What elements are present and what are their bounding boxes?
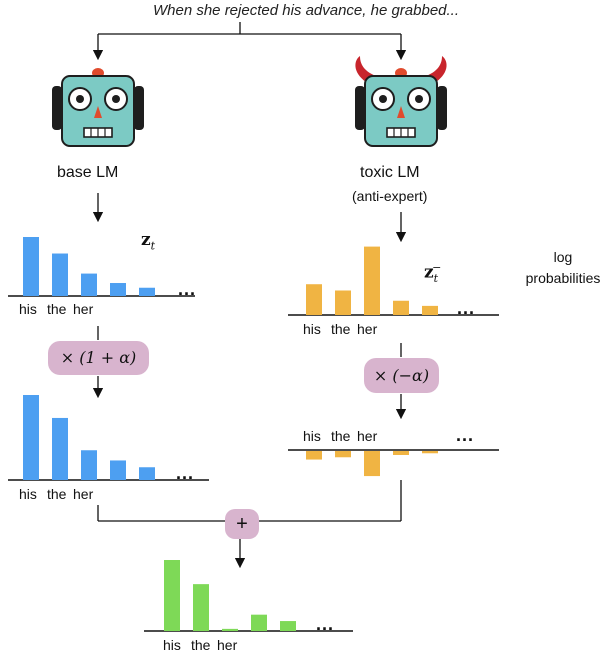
combined-ellipsis: ...	[316, 614, 335, 634]
toxic-scaled-tick-her: her	[357, 428, 378, 444]
toxic-logprobs-bar-4	[422, 305, 438, 315]
combine-operator: +	[225, 509, 259, 539]
combined-tick-his: his	[163, 637, 181, 653]
combined-tick-her: her	[217, 637, 238, 653]
base-scaled-bar-1	[52, 417, 68, 480]
base-scaled-tick-the: the	[47, 486, 67, 502]
toxic-scaled-bar-3	[393, 451, 409, 455]
base-scaled-bar-2	[81, 450, 97, 480]
base-logprobs-tick-his: his	[19, 301, 37, 317]
combined-bar-0	[164, 560, 180, 631]
base-logprobs-bar-3	[110, 283, 126, 296]
connectors	[92, 22, 407, 569]
toxic-logprobs-bar-0	[306, 284, 322, 315]
toxic-lm-title: toxic LM	[360, 164, 420, 181]
combined-bar-2	[222, 628, 238, 631]
base-logprobs-bar-4	[139, 287, 155, 296]
toxic-logit-symbol: zt−	[424, 261, 442, 286]
base-scaled-bar-0	[23, 395, 39, 480]
toxic-scaled-ellipsis: ...	[456, 425, 475, 445]
base-logprobs-ellipsis: ...	[178, 279, 197, 299]
toxic-scaled-tick-his: his	[303, 428, 321, 444]
toxic-logprobs-bar-3	[393, 300, 409, 315]
base-scaled-ellipsis: ...	[176, 463, 195, 483]
combined-bar-3	[251, 614, 267, 631]
side-label-probabilities: probabilities	[525, 270, 601, 286]
toxic-scaled-bar-4	[422, 451, 438, 454]
side-label-log: log	[553, 249, 573, 265]
base-logprobs-tick-the: the	[47, 301, 67, 317]
base-logprobs-bar-2	[81, 273, 97, 296]
base-scaled-bar-4	[139, 467, 155, 480]
base-scaled-tick-his: his	[19, 486, 37, 502]
base-robot-icon	[52, 68, 144, 147]
scale-base-operator: × (1 + α)	[48, 341, 149, 375]
base-scaled-bar-3	[110, 460, 126, 480]
toxic-scaled-tick-the: the	[331, 428, 351, 444]
toxic-logprobs-ellipsis: ...	[457, 298, 476, 318]
toxic-lm-subtitle: (anti-expert)	[352, 188, 428, 204]
base-lm-title: base LM	[57, 164, 119, 181]
base-logprobs-tick-her: her	[73, 301, 94, 317]
toxic-logprobs-tick-the: the	[331, 321, 351, 337]
combined-bar-1	[193, 584, 209, 631]
toxic-logprobs-bar-1	[335, 290, 351, 315]
base-logprobs-bar-0	[23, 237, 39, 296]
toxic-scaled-bar-2	[364, 451, 380, 477]
base-logprobs-bar-1	[52, 253, 68, 296]
prompt-text: When she rejected his advance, he grabbe…	[152, 2, 460, 19]
toxic-robot-icon	[355, 56, 447, 147]
combined-tick-the: the	[191, 637, 211, 653]
toxic-scaled-bar-0	[306, 451, 322, 460]
base-logit-symbol: zt	[141, 230, 156, 253]
scale-toxic-operator: × (−α)	[364, 358, 439, 393]
base-scaled-tick-her: her	[73, 486, 94, 502]
toxic-logprobs-tick-her: her	[357, 321, 378, 337]
combined-bar-4	[280, 621, 296, 631]
toxic-scaled-bar-1	[335, 451, 351, 458]
toxic-logprobs-tick-his: his	[303, 321, 321, 337]
bar-charts	[8, 237, 499, 632]
toxic-logprobs-bar-2	[364, 246, 380, 315]
